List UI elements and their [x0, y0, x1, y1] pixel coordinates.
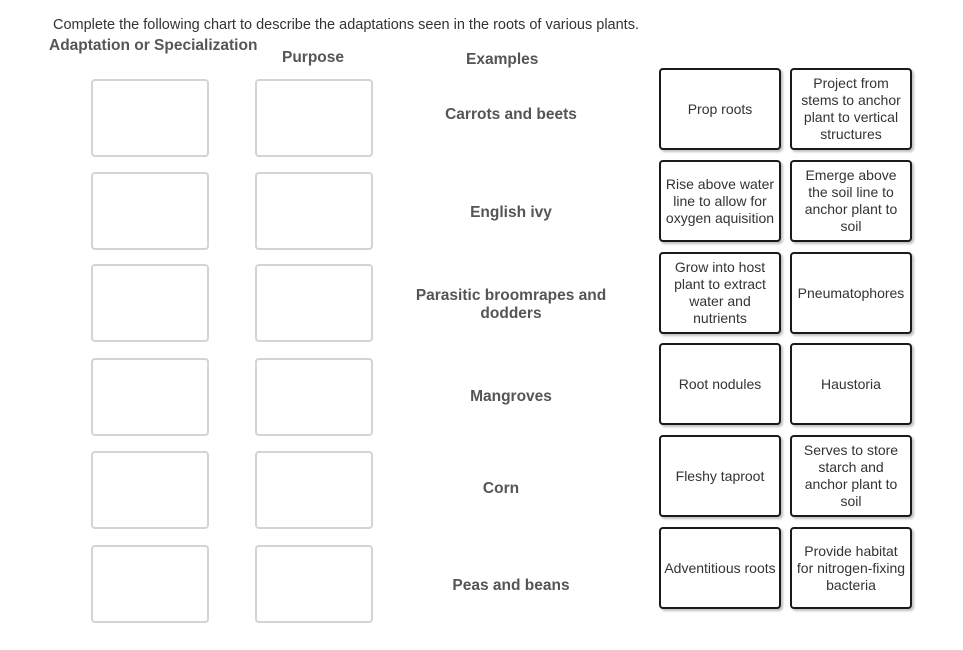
- answer-tile[interactable]: Provide habitat for nitrogen-fixing bact…: [790, 527, 912, 609]
- instructions-text: Complete the following chart to describe…: [53, 17, 639, 33]
- example-label: Carrots and beets: [445, 106, 577, 123]
- adaptation-drop-zone[interactable]: [91, 358, 209, 436]
- answer-tile[interactable]: Grow into host plant to extract water an…: [659, 252, 781, 334]
- answer-tile[interactable]: Haustoria: [790, 343, 912, 425]
- adaptation-drop-zone[interactable]: [91, 264, 209, 342]
- example-label: Corn: [482, 480, 520, 497]
- example-label: Mangroves: [470, 388, 552, 405]
- answer-tile[interactable]: Adventitious roots: [659, 527, 781, 609]
- purpose-drop-zone[interactable]: [255, 451, 373, 529]
- purpose-drop-zone[interactable]: [255, 264, 373, 342]
- answer-tile[interactable]: Rise above water line to allow for oxyge…: [659, 160, 781, 242]
- column-header-examples: Examples: [466, 51, 539, 68]
- column-header-purpose: Purpose: [282, 49, 345, 66]
- example-label: Peas and beans: [452, 577, 570, 594]
- answer-tile[interactable]: Emerge above the soil line to anchor pla…: [790, 160, 912, 242]
- answer-tile[interactable]: Pneumatophores: [790, 252, 912, 334]
- adaptation-drop-zone[interactable]: [91, 451, 209, 529]
- purpose-drop-zone[interactable]: [255, 172, 373, 250]
- example-label: English ivy: [470, 204, 552, 221]
- answer-tile[interactable]: Root nodules: [659, 343, 781, 425]
- purpose-drop-zone[interactable]: [255, 358, 373, 436]
- adaptation-drop-zone[interactable]: [91, 172, 209, 250]
- example-label: Parasitic broomrapes and dodders: [415, 287, 607, 322]
- answer-tile[interactable]: Serves to store starch and anchor plant …: [790, 435, 912, 517]
- answer-tile[interactable]: Fleshy taproot: [659, 435, 781, 517]
- purpose-drop-zone[interactable]: [255, 79, 373, 157]
- adaptation-drop-zone[interactable]: [91, 545, 209, 623]
- answer-tile[interactable]: Project from stems to anchor plant to ve…: [790, 68, 912, 150]
- purpose-drop-zone[interactable]: [255, 545, 373, 623]
- answer-tile[interactable]: Prop roots: [659, 68, 781, 150]
- column-header-adaptation: Adaptation or Specialization: [49, 37, 258, 54]
- adaptation-drop-zone[interactable]: [91, 79, 209, 157]
